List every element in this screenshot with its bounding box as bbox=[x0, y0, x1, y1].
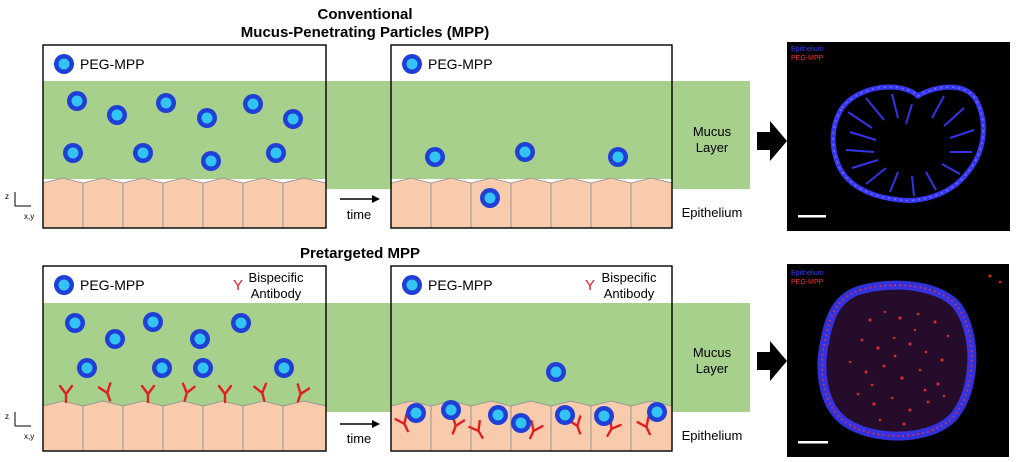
conventional-row: PEG-MPP time bbox=[5, 42, 1010, 231]
axis-xy-label: x,y bbox=[24, 212, 34, 221]
legend-particle-icon bbox=[402, 54, 422, 74]
arrow-right-icon bbox=[372, 195, 380, 203]
micro-label-epithelium: Epithelium bbox=[791, 270, 824, 277]
epithelium-cells bbox=[42, 400, 327, 452]
legend-particle-label: PEG-MPP bbox=[428, 56, 493, 72]
legend-particle-label: PEG-MPP bbox=[80, 56, 145, 72]
legend-antibody-label-line1: Bispecific bbox=[249, 270, 304, 285]
epithelium-label: Epithelium bbox=[682, 205, 743, 220]
pretargeted-micrograph: Epithelium PEG-MPP bbox=[787, 264, 1009, 457]
mucus-layer-label-line1: Mucus bbox=[693, 345, 732, 360]
legend-particle-label: PEG-MPP bbox=[428, 277, 493, 293]
conventional-panel-after: PEG-MPP bbox=[390, 44, 673, 229]
axis-icon: z x,y bbox=[5, 192, 34, 221]
legend-particle-icon bbox=[54, 275, 74, 295]
pretargeted-panel-after: PEG-MPP Y Bispecific Antibody bbox=[390, 265, 673, 452]
mucus-layer-label-line1: Mucus bbox=[693, 124, 732, 139]
time-arrow: time bbox=[340, 420, 380, 446]
conventional-micrograph: Epithelium PEG-MPP bbox=[787, 42, 1010, 231]
pretargeted-row: PEG-MPP Y Bispecific Antibody bbox=[5, 264, 1009, 457]
legend-particle-icon bbox=[402, 275, 422, 295]
particle bbox=[546, 362, 566, 382]
conventional-title-line1: Conventional bbox=[317, 6, 412, 23]
epithelium-label: Epithelium bbox=[682, 428, 743, 443]
pretargeted-title: Pretargeted MPP bbox=[300, 245, 420, 262]
axis-icon: z x,y bbox=[5, 412, 34, 441]
red-signal-dots bbox=[848, 274, 1002, 426]
conventional-title-line2: Mucus-Penetrating Particles (MPP) bbox=[241, 24, 489, 41]
micro-label-peg-mpp: PEG-MPP bbox=[791, 55, 824, 62]
mucus-layer bbox=[391, 303, 672, 407]
axis-xy-label: x,y bbox=[24, 432, 34, 441]
legend-antibody-label-line2: Antibody bbox=[604, 286, 655, 301]
antibody-icon: Y bbox=[585, 277, 595, 294]
antibody-icon: Y bbox=[233, 277, 243, 294]
axis-z-label: z bbox=[5, 192, 9, 201]
micro-label-epithelium: Epithelium bbox=[791, 46, 824, 53]
pretargeted-panel-before: PEG-MPP Y Bispecific Antibody bbox=[42, 265, 327, 452]
mucus-layer bbox=[43, 303, 326, 407]
axis-z-label: z bbox=[5, 412, 9, 421]
time-arrow: time bbox=[340, 195, 380, 222]
mucus-layer-label-line2: Layer bbox=[696, 140, 729, 155]
block-arrow-icon bbox=[757, 341, 787, 381]
mucus-layer-label-line2: Layer bbox=[696, 361, 729, 376]
block-arrow-icon bbox=[757, 121, 787, 161]
legend-antibody-label-line1: Bispecific bbox=[602, 270, 657, 285]
micro-label-peg-mpp: PEG-MPP bbox=[791, 279, 824, 286]
conventional-panel-before: PEG-MPP bbox=[42, 44, 327, 229]
scale-bar bbox=[798, 441, 828, 444]
legend-particle-icon bbox=[54, 54, 74, 74]
arrow-right-icon bbox=[372, 420, 380, 428]
mucus-layer bbox=[43, 81, 326, 179]
epithelium-cells bbox=[390, 177, 673, 229]
epithelium-cells bbox=[42, 177, 327, 229]
time-label: time bbox=[347, 207, 372, 222]
time-label: time bbox=[347, 431, 372, 446]
legend-antibody-label-line2: Antibody bbox=[251, 286, 302, 301]
scale-bar bbox=[798, 215, 826, 218]
legend-particle-label: PEG-MPP bbox=[80, 277, 145, 293]
